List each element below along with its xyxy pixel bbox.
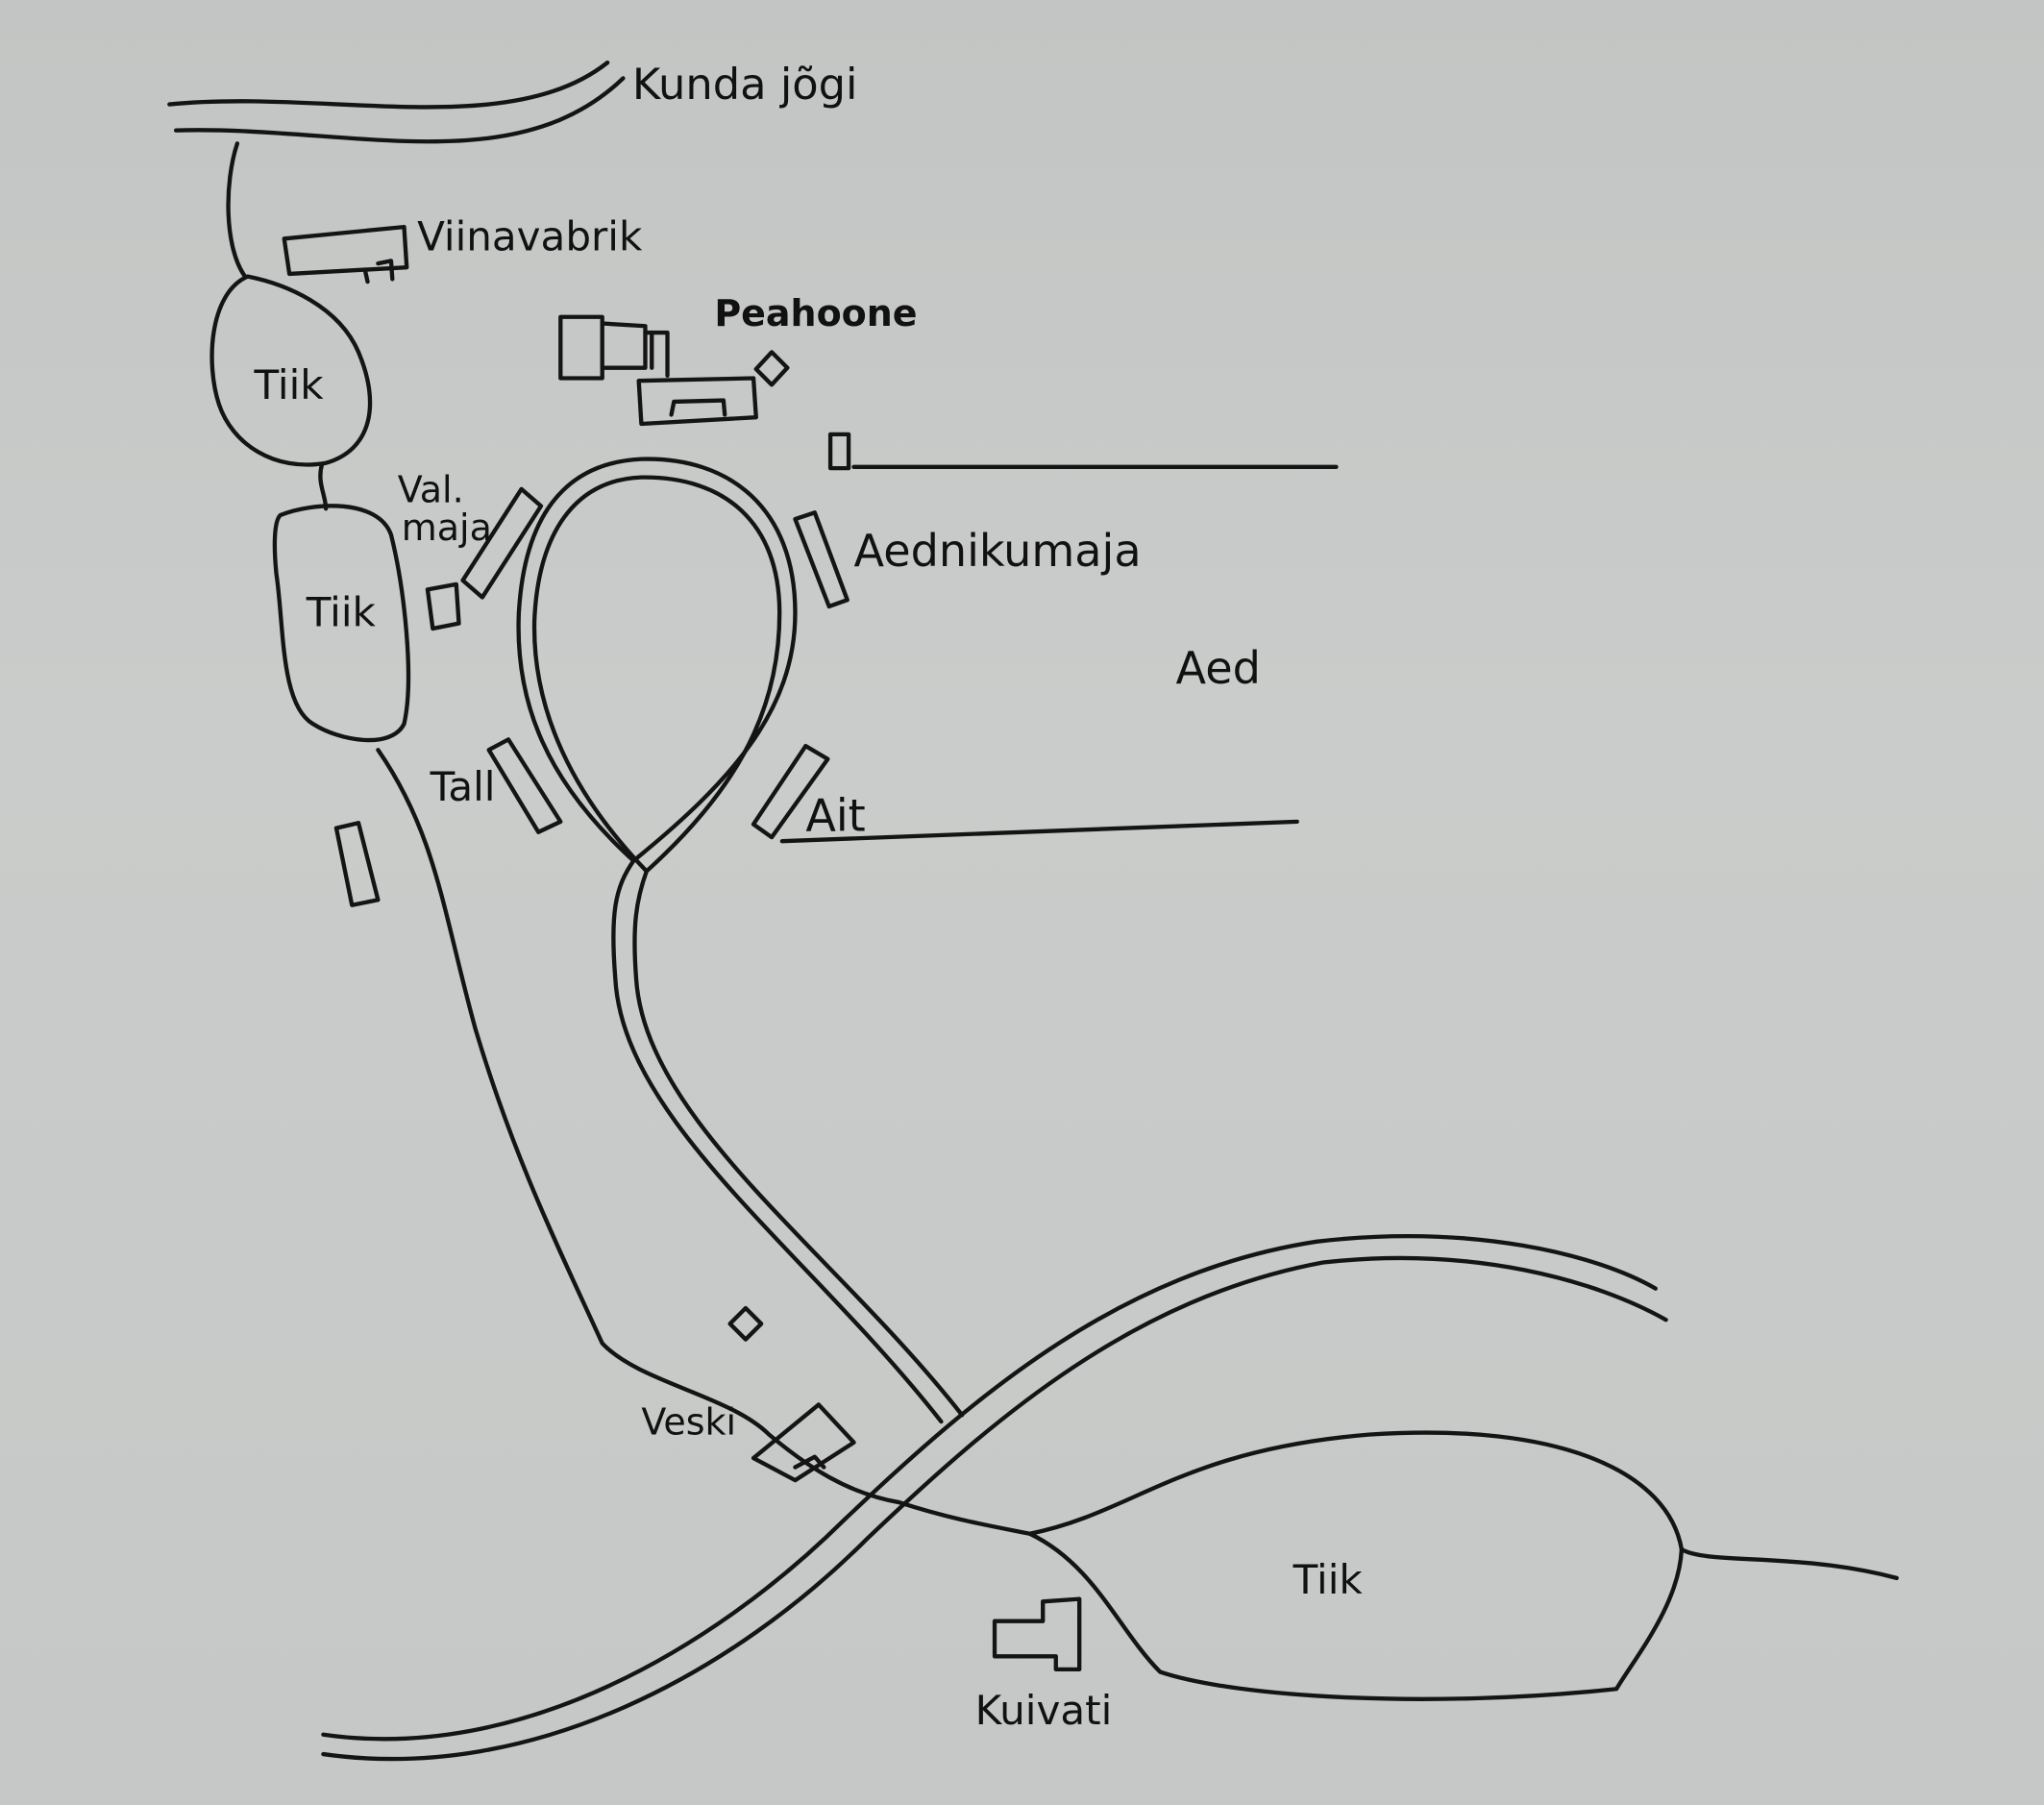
building-val-maja xyxy=(460,486,544,600)
label-dryer: Kuivati xyxy=(975,1687,1113,1734)
stream-south xyxy=(376,748,1032,1536)
label-mill: Veski xyxy=(641,1401,736,1444)
building-mill xyxy=(751,1402,856,1483)
stream-outflow xyxy=(1679,1546,1899,1581)
building-stable xyxy=(486,737,563,834)
pond-south xyxy=(1027,1430,1685,1701)
river-kunda xyxy=(167,60,626,144)
building-small-diamond xyxy=(727,1305,764,1342)
main-road xyxy=(321,1234,1668,1762)
label-pond-middle: Tiik xyxy=(306,588,377,635)
garden-boundary-south xyxy=(779,819,1299,844)
stream-north xyxy=(226,141,248,279)
label-val: Val. xyxy=(398,468,464,510)
label-granary: Ait xyxy=(805,789,865,841)
loop-road xyxy=(516,457,965,1424)
building-distillery xyxy=(282,224,409,284)
pond-north xyxy=(209,274,373,467)
building-val-maja-annex xyxy=(425,581,461,631)
building-small-north xyxy=(827,432,851,471)
building-granary xyxy=(751,743,830,840)
label-pond-south: Tiik xyxy=(1293,1556,1364,1603)
stream-link xyxy=(318,461,329,511)
label-pond-north: Tiik xyxy=(254,361,325,408)
label-maja: maja xyxy=(402,507,492,549)
building-main-house xyxy=(558,314,790,427)
label-stable: Tall xyxy=(430,763,496,810)
pond-middle xyxy=(272,504,411,743)
building-gardener-house xyxy=(793,510,850,609)
label-main-building: Peahoone xyxy=(714,292,917,334)
building-west xyxy=(333,821,381,907)
label-river: Kunda jõgi xyxy=(632,59,858,110)
label-distillery: Viinavabrik xyxy=(417,213,643,260)
label-garden: Aed xyxy=(1176,642,1261,694)
label-gardener-house: Aednikumaja xyxy=(854,525,1142,577)
building-dryer xyxy=(992,1596,1082,1672)
